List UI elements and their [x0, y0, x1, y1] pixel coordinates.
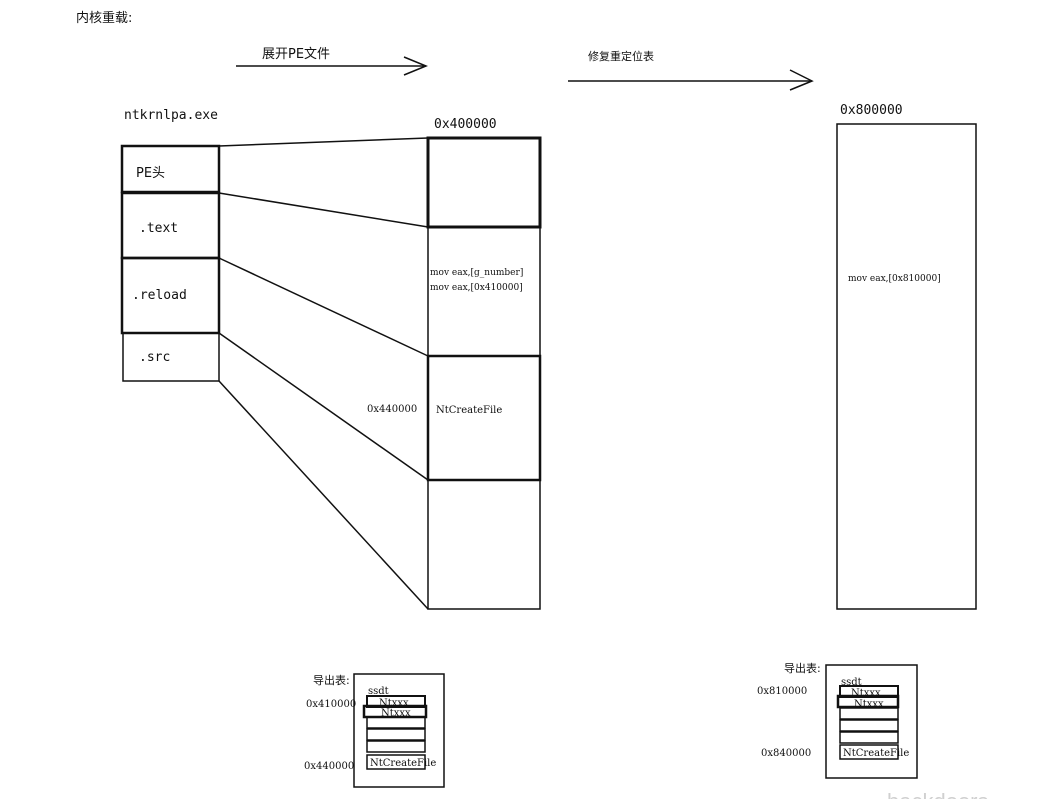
- mem1-func-addr: 0x440000: [367, 404, 417, 415]
- export2-label: 导出表:: [784, 661, 821, 675]
- export2-table: [836, 685, 900, 760]
- section-label-pe: PE头: [136, 166, 165, 181]
- export1-entry1: Ntxxx: [379, 698, 409, 709]
- export1-entry2: Ntxxx: [381, 708, 411, 719]
- export1-addr2: 0x440000: [304, 761, 354, 772]
- export1-ssdt: ssdt: [368, 686, 389, 697]
- file-sections: [120, 144, 221, 382]
- export1-label: 导出表:: [313, 673, 350, 687]
- export2-func: NtCreateFile: [843, 748, 909, 759]
- section-label-src: .src: [139, 350, 170, 365]
- arrow2-label: 修复重定位表: [588, 49, 654, 63]
- mem1-func-name: NtCreateFile: [436, 405, 502, 416]
- mapping-lines: [218, 137, 429, 610]
- memory-image-2: [836, 123, 977, 610]
- export2-entry1: Ntxxx: [851, 688, 881, 699]
- file-name: ntkrnlpa.exe: [124, 108, 218, 123]
- section-src: [122, 332, 220, 382]
- memory-image-1: [426, 136, 542, 610]
- export2-addr1: 0x810000: [757, 686, 807, 697]
- mem2-code-line: mov eax,[0x810000]: [848, 274, 941, 284]
- mem1-code-line2: mov eax,[0x410000]: [430, 283, 523, 293]
- expand-arrow-icon: [236, 56, 428, 76]
- section-label-text: .text: [139, 221, 178, 236]
- watermark: backdoors: [887, 789, 989, 799]
- export1-box: [353, 673, 445, 788]
- export2-box: [825, 664, 918, 779]
- mem2-base-addr: 0x800000: [840, 103, 903, 118]
- mem1-base-addr: 0x400000: [434, 117, 497, 132]
- export2-entry2: Ntxxx: [854, 699, 884, 710]
- export1-table: [362, 695, 428, 770]
- export1-func: NtCreateFile: [370, 758, 436, 769]
- export1-addr1: 0x410000: [306, 699, 356, 710]
- fix-reloc-arrow-icon: [568, 69, 814, 91]
- mem1-code-line1: mov eax,[g_number]: [430, 268, 523, 278]
- export2-addr2: 0x840000: [761, 748, 811, 759]
- arrow1-label: 展开PE文件: [262, 47, 330, 62]
- diagram-title: 内核重载:: [76, 10, 132, 26]
- export2-ssdt: ssdt: [841, 677, 862, 688]
- section-label-reload: .reload: [132, 288, 187, 303]
